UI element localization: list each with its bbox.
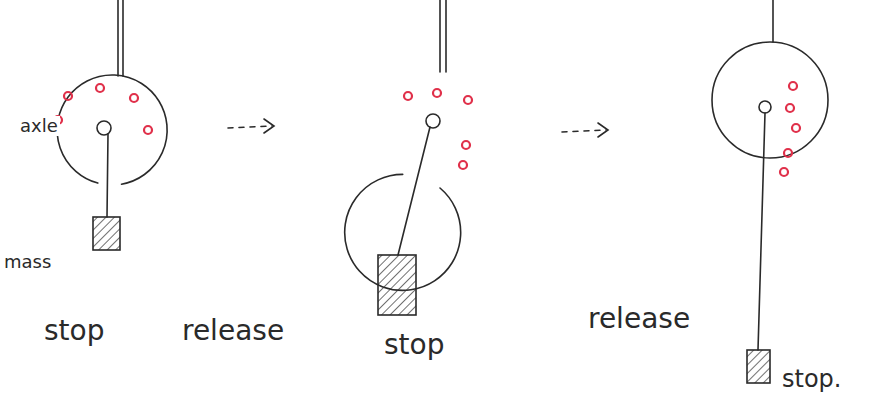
support-string <box>772 0 774 42</box>
part-label: axle <box>18 116 60 136</box>
step-label: release <box>182 316 284 347</box>
sequence-arrow <box>562 130 606 132</box>
mass-block <box>93 217 120 250</box>
support-string <box>122 0 124 76</box>
axle <box>97 121 111 135</box>
support-string <box>445 0 447 72</box>
support-string <box>439 0 441 72</box>
red-dots <box>54 82 800 176</box>
mass-block <box>378 255 416 315</box>
mass-string <box>107 134 108 217</box>
axle <box>759 101 771 113</box>
step-label: stop <box>44 316 104 347</box>
sequence-arrow <box>228 126 272 128</box>
mass-string <box>758 113 765 350</box>
axle <box>426 114 440 128</box>
arrow-head <box>264 119 274 133</box>
arrow-head <box>598 123 608 137</box>
wheel <box>57 75 167 184</box>
wheel <box>712 42 828 158</box>
mass-block <box>747 350 770 383</box>
step-label: stop <box>384 330 444 361</box>
step-label: stop. <box>782 366 841 392</box>
mass-string <box>398 127 430 255</box>
step-label: release <box>588 304 690 335</box>
support-string <box>117 0 119 76</box>
part-label: mass <box>4 252 51 272</box>
